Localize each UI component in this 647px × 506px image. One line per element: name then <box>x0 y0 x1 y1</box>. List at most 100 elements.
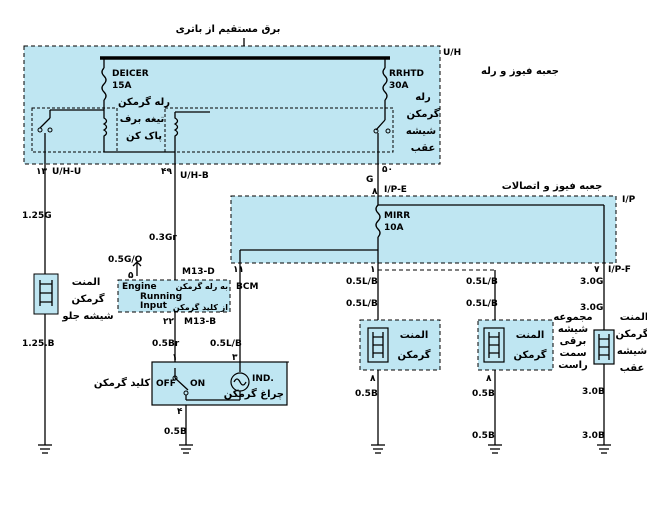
rear-defrost-relay <box>164 107 394 153</box>
wire-0-5lb-c: 0.5L/B <box>466 277 498 287</box>
bcm-conn-out: M13-B <box>184 317 216 327</box>
switch-off: OFF <box>156 379 176 389</box>
bcm-pin-out: ۲۲ <box>163 317 174 327</box>
elem3-assembly3: برقی <box>560 336 587 347</box>
wire-0-5b-a: 0.5B <box>355 389 378 399</box>
lamp-name: چراغ گرمکن <box>224 387 284 400</box>
deicer-relay <box>31 107 118 153</box>
ip-pin-out1: ۱ <box>370 265 376 275</box>
elem3-line1: المنت <box>516 330 545 341</box>
ip-code: I/P <box>622 195 636 205</box>
elem2-line2: گرمکن <box>397 348 430 361</box>
pin-49: ۴۹ <box>161 167 172 177</box>
fuse-relay-box <box>23 45 441 165</box>
ground-5 <box>597 444 611 454</box>
elem2-pin8: ۸ <box>370 374 376 384</box>
deicer-fuse <box>101 67 107 101</box>
elem3-assembly5: راست <box>558 360 588 371</box>
wire-1-25b: 1.25.B <box>22 339 55 349</box>
bcm-line1: Engine <box>122 282 157 292</box>
conn-uh-u: U/H-U <box>52 167 81 177</box>
wire-0-5go: 0.5G/O <box>108 255 143 265</box>
ground-3 <box>371 444 385 454</box>
relay2-line4: عقب <box>411 143 436 154</box>
relay2-line1: رله <box>415 92 431 103</box>
ip-pin-out7: ۷ <box>594 265 600 275</box>
wire-0-5lb-d: 0.5L/B <box>466 299 498 309</box>
relay1-line2: تیغه برف <box>120 114 165 125</box>
relay2-line3: شیشه <box>406 126 436 137</box>
wire-0-5br: 0.5Br <box>152 339 180 349</box>
deicer-relay-coil <box>102 110 108 145</box>
bcm-box <box>117 279 231 313</box>
ground-4 <box>488 444 502 454</box>
elem3-assembly1: مجموعه <box>553 312 592 323</box>
elem3-assembly4: سمت <box>559 348 586 359</box>
ground-1 <box>38 444 52 454</box>
wire-0-5b-b: 0.5B <box>472 389 495 399</box>
ip-box <box>230 195 617 264</box>
mirr-fuse-rating: 10A <box>384 223 404 233</box>
wire-0-5lb-a: 0.5L/B <box>346 277 378 287</box>
ip-conn-f: I/P-F <box>608 265 631 275</box>
deicer-fuse-name: DEICER <box>112 69 149 79</box>
wire-0-5b-sw: 0.5B <box>164 427 187 437</box>
pin-50: ۵۰ <box>382 165 393 175</box>
wire-3-0g-b: 3.0G <box>580 303 603 313</box>
pin-13: ۱۳ <box>36 167 47 177</box>
battery-label: برق مستقیم از باتری <box>176 24 281 35</box>
wire-0-5b-c: 0.5B <box>472 431 495 441</box>
elem4-line4: عقب <box>620 363 645 374</box>
wire-0-5lb-b: 0.5L/B <box>346 299 378 309</box>
elem3-pin8: ۸ <box>486 374 492 384</box>
deicer-fuse-rating: 15A <box>112 81 132 91</box>
fuse-box-name: جعبه فیوز و رله <box>481 66 559 77</box>
bcm-conn-in: M13-D <box>182 267 215 277</box>
bcm-line2: Running <box>140 292 182 302</box>
ip-pin11: ۱۱ <box>233 265 244 275</box>
relay1-line1: رله گرمکن <box>118 95 170 108</box>
elem4-line3: شیشه <box>617 346 647 357</box>
bcm-line3-fa: از کلید گرمکن <box>173 302 228 312</box>
switch-pin4: ۴ <box>177 407 183 417</box>
switch-on: ON <box>190 379 205 389</box>
ground-2 <box>179 444 193 454</box>
bcm-code: BCM <box>236 282 258 292</box>
ip-name: جعبه فیوز و اتصالات <box>502 181 603 192</box>
bcm-pin5: ۵ <box>128 271 134 281</box>
switch-ind: IND. <box>252 374 274 384</box>
ip-wire-g: G <box>366 175 373 185</box>
switch-pin3: ۳ <box>232 353 238 363</box>
fuse-box-code: U/H <box>443 48 461 58</box>
relay2-line2: گرمکن <box>406 107 439 120</box>
wire-1-25g: 1.25G <box>22 211 52 221</box>
wire-3-0g-a: 3.0G <box>580 277 603 287</box>
elem1-line2: گرمکن <box>71 292 104 305</box>
rrhtd-fuse-name: RRHTD <box>389 69 424 79</box>
bcm-pin5-arrow <box>132 261 142 276</box>
wire-0-3gr: 0.3Gr <box>149 233 177 243</box>
switch-name: کلید گرمکن <box>94 376 150 389</box>
elem1-line3: شیشه جلو <box>61 311 113 322</box>
conn-uh-b: U/H-B <box>180 171 209 181</box>
elem1-line1: المنت <box>72 277 101 288</box>
switch-pin1: ۱ <box>172 353 178 363</box>
relay1-line3: پاک کن <box>126 131 162 142</box>
wire-3-0b-a: 3.0B <box>582 387 605 397</box>
bcm-line3: Input <box>140 301 168 311</box>
elem3-assembly2: شیشه <box>558 324 588 335</box>
wire-0-5lb-sw: 0.5L/B <box>210 339 242 349</box>
ip-pin8: ۸ <box>372 187 378 197</box>
windshield-element <box>33 273 59 315</box>
elem4-line1: المنت <box>620 312 647 323</box>
elem4-line2: گرمکن <box>615 327 647 340</box>
bcm-line1-fa: به رله گرمکن <box>176 281 228 291</box>
ip-conn-e: I/P-E <box>384 185 407 195</box>
rrhtd-fuse <box>382 67 388 101</box>
elem2-line1: المنت <box>400 330 429 341</box>
elem3-line2: گرمکن <box>513 348 546 361</box>
rear-relay-coil <box>173 112 179 146</box>
mirr-fuse-name: MIRR <box>384 211 410 221</box>
mirr-fuse <box>375 204 381 238</box>
